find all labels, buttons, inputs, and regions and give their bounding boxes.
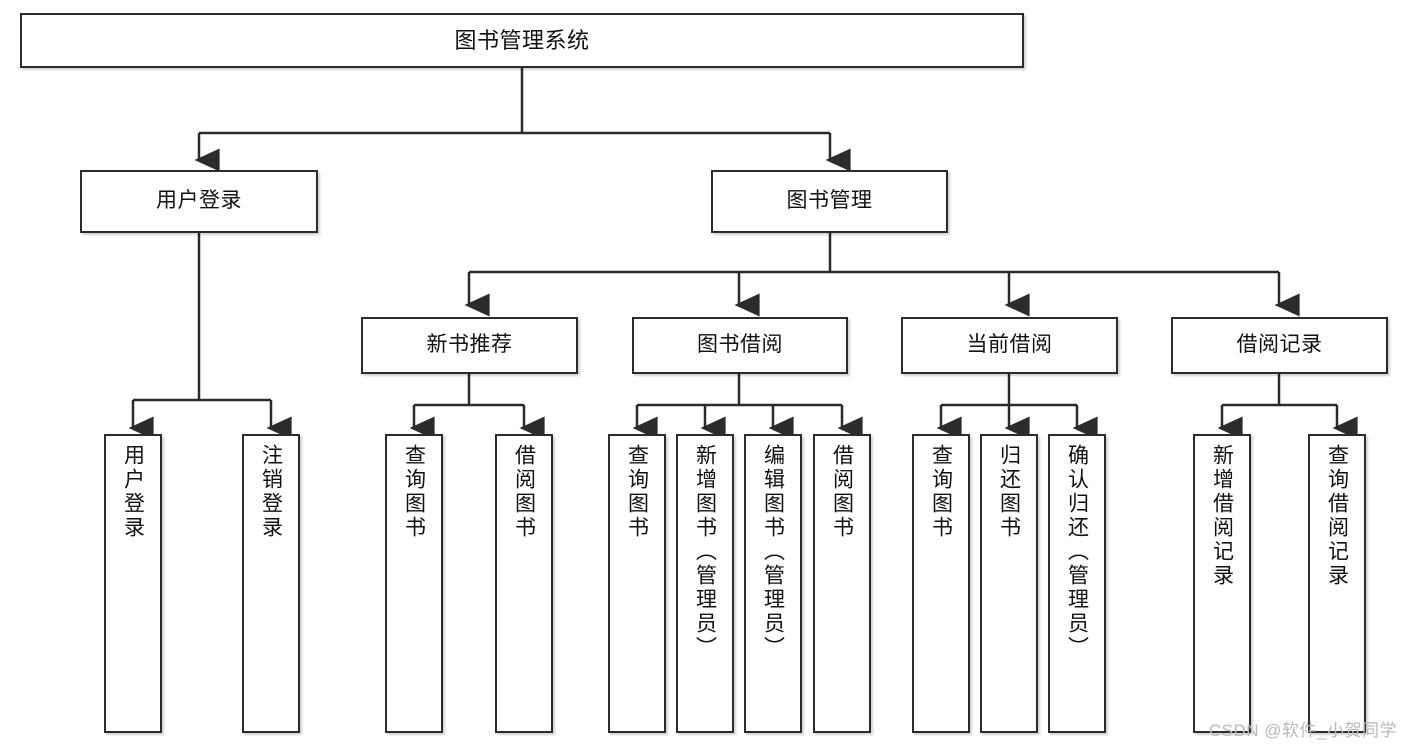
node-label: 编辑图书（管理员） xyxy=(761,444,785,660)
watermark-text: CSDN @软件_小贺同学 xyxy=(1208,721,1397,740)
node-label: 查询图书 xyxy=(929,444,953,540)
node-label: 图书管理系统 xyxy=(454,27,590,53)
node-label: 查询借阅记录 xyxy=(1325,444,1349,588)
leaf-current-borrow-query[interactable]: 查询图书 xyxy=(912,434,970,733)
node-label: 借阅图书 xyxy=(830,444,854,540)
node-root-system[interactable]: 图书管理系统 xyxy=(20,13,1024,68)
node-label: 借阅记录 xyxy=(1236,333,1323,357)
node-label: 借阅图书 xyxy=(512,444,536,540)
node-label: 新增借阅记录 xyxy=(1210,444,1234,588)
leaf-book-borrow-edit[interactable]: 编辑图书（管理员） xyxy=(744,434,802,733)
leaf-current-borrow-confirm-return[interactable]: 确认归还（管理员） xyxy=(1048,434,1106,733)
node-borrow-record[interactable]: 借阅记录 xyxy=(1171,317,1388,374)
leaf-book-borrow-query[interactable]: 查询图书 xyxy=(608,434,666,733)
node-label: 确认归还（管理员） xyxy=(1065,444,1089,660)
node-label: 图书借阅 xyxy=(697,333,783,357)
leaf-borrow-record-query[interactable]: 查询借阅记录 xyxy=(1308,434,1366,733)
leaf-new-book-borrow[interactable]: 借阅图书 xyxy=(495,434,553,733)
node-new-book-recommend[interactable]: 新书推荐 xyxy=(361,317,578,374)
node-label: 新书推荐 xyxy=(426,333,513,357)
leaf-book-borrow-add[interactable]: 新增图书（管理员） xyxy=(676,434,734,733)
node-current-borrow[interactable]: 当前借阅 xyxy=(901,317,1118,374)
node-label: 新增图书（管理员） xyxy=(693,444,717,660)
node-book-management[interactable]: 图书管理 xyxy=(711,170,948,233)
node-label: 查询图书 xyxy=(625,444,649,540)
leaf-user-login-login[interactable]: 用户登录 xyxy=(104,434,162,733)
node-book-borrow[interactable]: 图书借阅 xyxy=(632,317,848,374)
node-user-login[interactable]: 用户登录 xyxy=(80,170,318,233)
node-label: 当前借阅 xyxy=(966,333,1053,357)
node-label: 查询图书 xyxy=(402,444,426,540)
leaf-current-borrow-return[interactable]: 归还图书 xyxy=(980,434,1038,733)
leaf-borrow-record-add[interactable]: 新增借阅记录 xyxy=(1193,434,1251,733)
node-label: 图书管理 xyxy=(786,189,873,213)
node-label: 用户登录 xyxy=(121,444,145,540)
leaf-new-book-query[interactable]: 查询图书 xyxy=(385,434,443,733)
node-label: 用户登录 xyxy=(156,189,242,213)
node-label: 注销登录 xyxy=(259,444,283,540)
node-label: 归还图书 xyxy=(997,444,1021,540)
leaf-book-borrow-borrow[interactable]: 借阅图书 xyxy=(813,434,871,733)
leaf-user-login-logout[interactable]: 注销登录 xyxy=(242,434,300,733)
